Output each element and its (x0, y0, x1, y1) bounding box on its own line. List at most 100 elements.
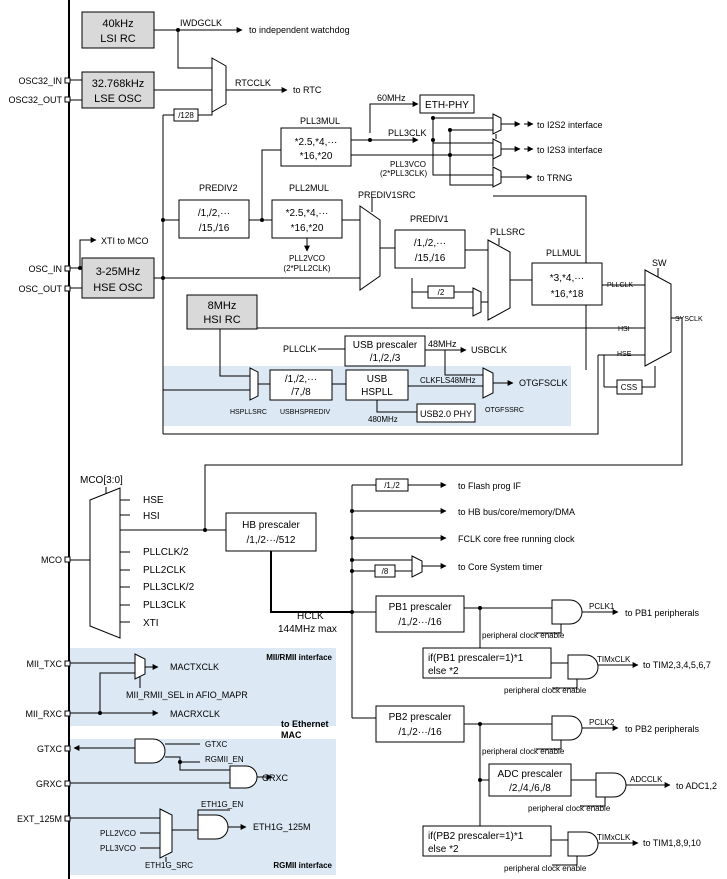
to-trng-label: to TRNG (537, 173, 572, 183)
svg-text:TIMxCLK: TIMxCLK (597, 833, 631, 842)
svg-text:PLL2CLK: PLL2CLK (143, 565, 186, 576)
prediv2-label: PREDIV2 (199, 183, 238, 193)
trng-mux (492, 166, 502, 188)
pin-gtxc: GTXC (37, 744, 63, 754)
svg-text:if(PB1 prescaler=1)*1: if(PB1 prescaler=1)*1 (428, 653, 524, 664)
svg-text:ADC prescaler: ADC prescaler (497, 769, 563, 780)
to-ethernet-mac: to Ethernet (281, 719, 329, 729)
svg-text:/2: /2 (438, 288, 445, 297)
svg-text:OTGFSCLK: OTGFSCLK (519, 378, 568, 388)
svg-text:*3,*4,···: *3,*4,··· (550, 273, 584, 284)
svg-text:peripheral clock enable: peripheral clock enable (504, 686, 587, 695)
svg-text:/1,/2: /1,/2 (384, 481, 400, 490)
eth1g-src-mux (159, 808, 173, 859)
lsi-name: LSI RC (100, 33, 136, 45)
prediv1src-label: PREDIV1SRC (358, 190, 416, 200)
svg-text:ETH-PHY: ETH-PHY (425, 100, 469, 111)
system-clock-switch (644, 269, 672, 367)
mii-rmii-title: MII/RMII interface (266, 653, 332, 662)
otgfssrc-mux (482, 367, 494, 399)
svg-text:MACTXCLK: MACTXCLK (170, 662, 219, 672)
prediv1-label: PREDIV1 (410, 214, 449, 224)
svg-text:PLL3CLK/2: PLL3CLK/2 (143, 582, 195, 593)
svg-text:PLL3CLK: PLL3CLK (143, 600, 186, 611)
adc-prescaler-box (488, 763, 572, 797)
xti-to-mco-label: XTI to MCO (101, 236, 149, 246)
prediv1src-mux (359, 205, 381, 291)
lse-name: LSE OSC (94, 93, 142, 105)
svg-text:to PB1 peripherals: to PB1 peripherals (625, 608, 700, 618)
pllmul-label: PLLMUL (546, 248, 581, 258)
hsi-name: HSI RC (203, 314, 240, 326)
svg-text:PLL3VCO: PLL3VCO (390, 160, 426, 169)
hsi-freq: 8MHz (208, 300, 237, 312)
svg-text:peripheral clock enable: peripheral clock enable (504, 864, 587, 873)
svg-text:/2,/4,/6,/8: /2,/4,/6,/8 (509, 783, 551, 794)
pin-osc-in: OSC_IN (28, 264, 62, 274)
svg-text:PLLCLK/2: PLLCLK/2 (143, 547, 189, 558)
svg-text:PLL2VCO: PLL2VCO (289, 254, 325, 263)
svg-text:MAC: MAC (281, 730, 302, 740)
svg-text:PLLCLK: PLLCLK (283, 344, 317, 354)
svg-text:*2.5,*4,···: *2.5,*4,··· (286, 208, 329, 219)
svg-text:PB1 prescaler: PB1 prescaler (389, 602, 452, 613)
svg-text:/15,/16: /15,/16 (199, 223, 230, 234)
svg-text:XTI: XTI (143, 618, 159, 629)
svg-text:GRXC: GRXC (262, 773, 289, 783)
pclk2-and-gate (551, 715, 583, 741)
svg-text:ETH1G_EN: ETH1G_EN (201, 800, 243, 809)
pll2mul-label: PLL2MUL (289, 183, 329, 193)
svg-text:HSI: HSI (618, 326, 630, 333)
svg-text:PB2 prescaler: PB2 prescaler (389, 712, 452, 723)
hse-freq: 3-25MHz (96, 266, 141, 278)
prediv1-box (394, 229, 466, 269)
svg-text:/8: /8 (382, 567, 389, 576)
usbhsprediv-box (269, 369, 333, 401)
hclk-label: HCLK (297, 611, 324, 622)
svg-text:PCLK2: PCLK2 (589, 718, 615, 727)
svg-text:peripheral clock enable: peripheral clock enable (482, 631, 565, 640)
svg-text:480MHz: 480MHz (368, 415, 398, 424)
svg-text:ADCCLK: ADCCLK (630, 775, 663, 784)
svg-text:(2*PLL3CLK): (2*PLL3CLK) (380, 169, 427, 178)
svg-text:else *2: else *2 (428, 666, 459, 677)
rtc-mux (211, 57, 227, 113)
svg-text:OTGFSSRC: OTGFSSRC (485, 407, 524, 414)
hclk-max-label: 144MHz max (278, 624, 337, 635)
pin-mco: MCO (41, 555, 62, 565)
svg-text:if(PB2 prescaler=1)*1: if(PB2 prescaler=1)*1 (428, 831, 524, 842)
svg-text:ETH1G_SRC: ETH1G_SRC (145, 861, 193, 870)
svg-text:SYSCLK: SYSCLK (675, 316, 703, 323)
timxclk1-and-gate (567, 654, 599, 680)
svg-text:/1,/2,/3: /1,/2,/3 (370, 353, 401, 364)
pll3mul-label: PLL3MUL (300, 116, 340, 126)
svg-text:USB prescaler: USB prescaler (353, 340, 418, 351)
svg-text:CSS: CSS (621, 383, 637, 392)
to-i2s3-label: to I2S3 interface (537, 145, 603, 155)
svg-text:HSE: HSE (143, 495, 164, 506)
svg-text:TIMxCLK: TIMxCLK (597, 655, 631, 664)
svg-text:USB: USB (367, 374, 388, 385)
mii-rmii-mux (134, 653, 146, 680)
svg-text:/15,/16: /15,/16 (415, 253, 446, 264)
hb-prescaler-box (225, 512, 317, 552)
svg-text:to ADC1,2: to ADC1,2 (676, 781, 717, 791)
svg-text:CLKFLS48MHz: CLKFLS48MHz (420, 376, 476, 385)
svg-text:USBCLK: USBCLK (471, 345, 507, 355)
pin-grxc: GRXC (36, 779, 63, 789)
hspllsrc-mux (249, 367, 259, 401)
svg-text:PCLK1: PCLK1 (589, 602, 615, 611)
svg-text:peripheral clock enable: peripheral clock enable (482, 747, 565, 756)
eth-phy-box (419, 94, 475, 114)
svg-text:48MHz: 48MHz (428, 339, 457, 349)
rgmii-panel (70, 739, 336, 875)
pin-osc-out: OSC_OUT (18, 284, 62, 294)
svg-text:to Flash prog IF: to Flash prog IF (458, 481, 522, 491)
to-rtc-label: to RTC (293, 85, 322, 95)
iwdgclk-label: IWDGCLK (180, 18, 222, 28)
svg-text:to Core System timer: to Core System timer (458, 562, 543, 572)
eth1g-and-gate (197, 814, 229, 840)
lse-osc-box (81, 71, 155, 109)
pb2-prescaler-box (375, 705, 465, 743)
